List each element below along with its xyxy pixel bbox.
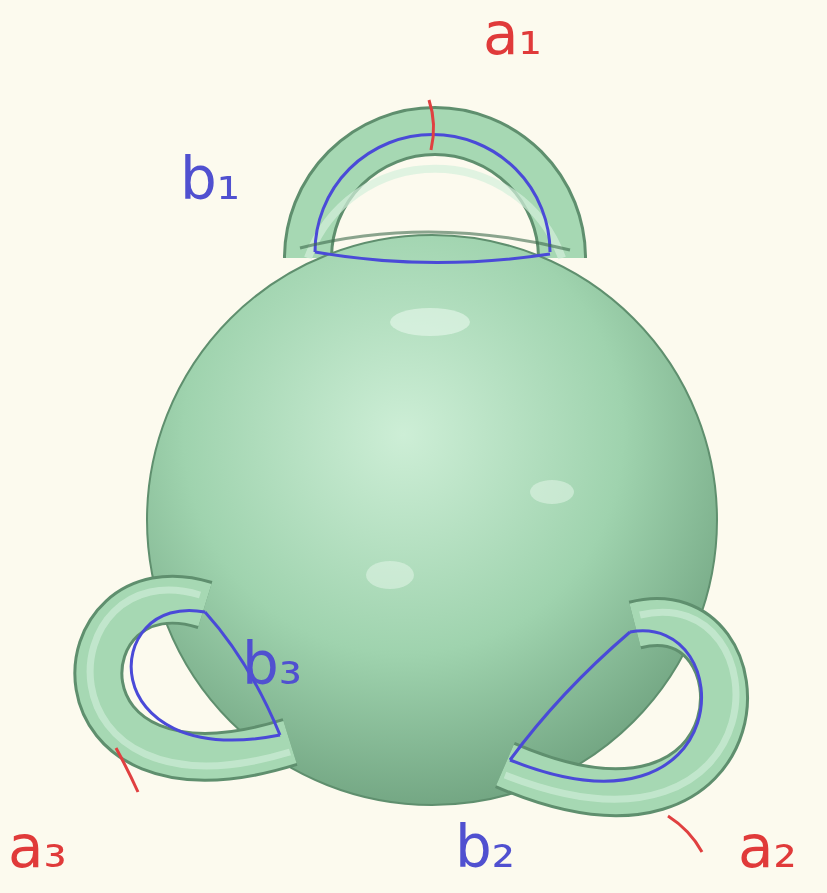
curve-label: b₁: [180, 150, 240, 208]
right-handle: [505, 612, 736, 852]
curve-label: a₃: [8, 818, 67, 876]
curve-label: a₂: [738, 818, 797, 876]
b-curve-base: [315, 252, 550, 263]
curve-label: b₂: [455, 818, 515, 876]
curve-label: b₃: [242, 635, 302, 693]
sphere: [147, 235, 717, 805]
curve-label: a₁: [483, 5, 542, 63]
